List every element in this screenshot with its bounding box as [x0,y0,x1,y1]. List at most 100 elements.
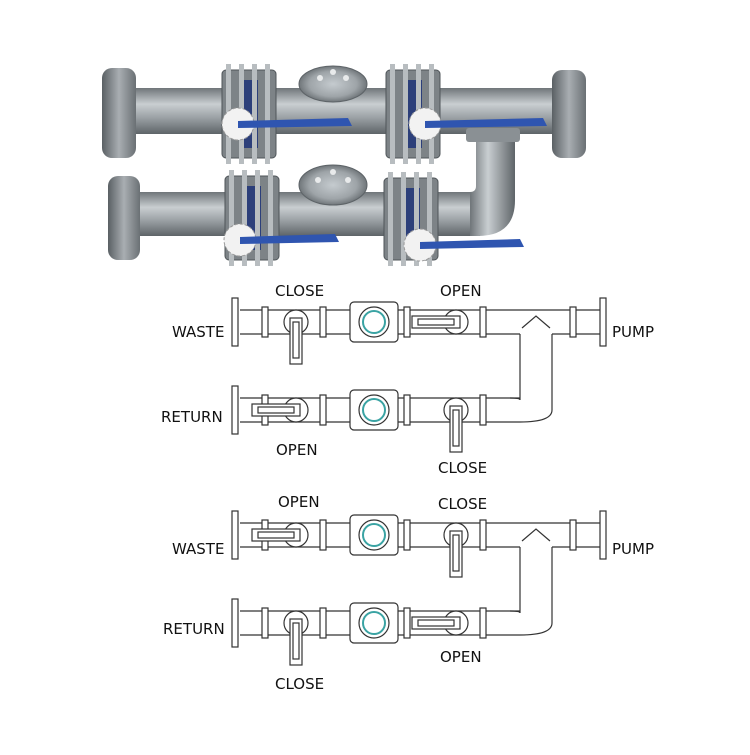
pipe-coupling [319,394,327,426]
valve-bolt [390,64,395,164]
elbow-outer [519,334,553,423]
pipe-coupling [261,607,269,639]
top-sight-glass [298,65,368,103]
left-top-flange [231,510,239,560]
right-flange [599,297,607,347]
pipe-coupling [319,607,327,639]
connecting-elbow [470,130,515,236]
left-bottom-flange [231,385,239,435]
left-top-flange [231,297,239,347]
diagram-1-schematic [231,297,607,453]
bottom-sight-glass [298,164,368,206]
pipe-coupling [569,519,577,551]
pipe-coupling [319,519,327,551]
photo-ball-valve [221,64,352,164]
tee-arrow [521,528,551,542]
bottom-valve-2-state: OPEN [440,648,482,666]
top-right-flange [552,70,586,158]
photo-ball-valve [223,170,339,266]
valve-lever-inner [417,619,455,627]
bottom-valve-1-state: CLOSE [275,675,324,693]
label-waste: WASTE [172,323,224,341]
valve-bolt [403,64,408,164]
diagram-2: WASTE RETURN PUMP OPEN CLOSE CLOSE OPEN [163,493,654,693]
label-return: RETURN [163,620,225,638]
lever-handle [425,118,547,128]
bottom-valve-1-state: OPEN [276,441,318,459]
valve-lever-inner [452,409,460,447]
label-pump: PUMP [612,323,654,341]
ball-valve-close [443,522,469,578]
left-bottom-flange [231,598,239,648]
pipe-coupling [403,519,411,551]
sight-glass [349,514,399,556]
valve-bolt [242,170,247,266]
valve-lever-inner [417,318,455,326]
ball-valve-open [251,397,309,423]
valve-bolt [265,64,270,164]
sight-glass [349,602,399,644]
top-valve-1-state: OPEN [278,493,320,511]
sight-glass-window [362,611,386,635]
lever-handle [420,239,524,249]
pipe-coupling [403,394,411,426]
elbow-outer [519,547,553,636]
pipe-coupling [479,607,487,639]
ball-valve-close [283,309,309,365]
pipe-coupling [403,607,411,639]
top-valve-2-state: OPEN [440,282,482,300]
ball-valve-close [283,610,309,666]
valve-lever-inner [292,321,300,359]
diagram-2-schematic [231,510,607,666]
valve-bolt [427,172,432,266]
ball-valve-open [411,610,469,636]
ball-valve-open [251,522,309,548]
lever-handle [238,118,352,128]
top-valve-2-state: CLOSE [438,495,487,513]
valve-lever-inner [257,531,295,539]
lever-handle [240,234,339,244]
photo-ball-valve [385,64,547,164]
sight-glass-window [362,398,386,422]
elbow-coupling [466,128,520,142]
sight-glass [349,301,399,343]
ball-valve-close [443,397,469,453]
valve-bolt [268,170,273,266]
bottom-valve-2-state: CLOSE [438,459,487,477]
elbow-inner [509,547,521,614]
valve-bolt [229,170,234,266]
label-return: RETURN [161,408,223,426]
pipe-coupling [403,306,411,338]
diagram-1: WASTE RETURN PUMP CLOSE OPEN OPEN CLOSE [161,282,654,477]
pipe-coupling [261,306,269,338]
top-left-flange [102,68,136,158]
sight-glass [349,389,399,431]
sight-glass-window [362,523,386,547]
valve-bolt [388,172,393,266]
bottom-left-flange [108,176,140,260]
pipe-coupling [319,306,327,338]
tee-arrow [521,315,551,329]
pipe-coupling [479,306,487,338]
valve-lever-inner [452,534,460,572]
pipe-coupling [479,519,487,551]
valve-assembly-photo [102,64,586,266]
valve-lever-inner [257,406,295,414]
right-flange [599,510,607,560]
label-pump: PUMP [612,540,654,558]
sight-glass-window [362,310,386,334]
top-valve-1-state: CLOSE [275,282,324,300]
pipe-coupling [569,306,577,338]
elbow-inner [509,334,521,401]
valve-bolt [252,64,257,164]
pipe-coupling [479,394,487,426]
label-waste: WASTE [172,540,224,558]
photo-ball-valve [383,172,524,266]
photo-valves [221,64,547,266]
valve-lever-inner [292,622,300,660]
valve-bolt [255,170,260,266]
ball-valve-open [411,309,469,335]
valve-bolt [414,172,419,266]
